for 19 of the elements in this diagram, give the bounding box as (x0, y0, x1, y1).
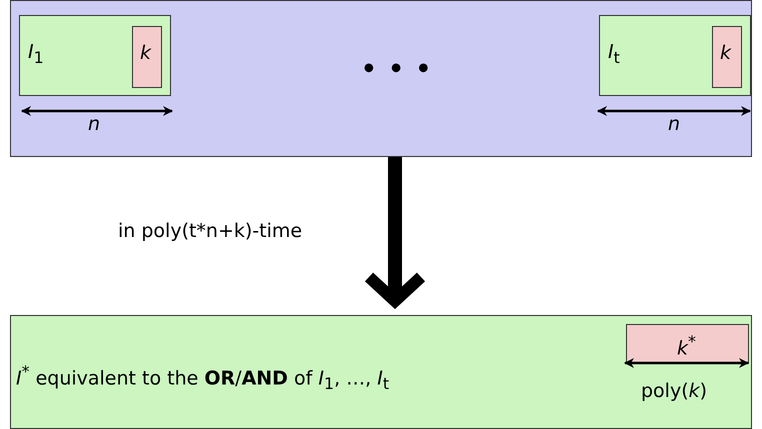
variable-label: k (140, 42, 152, 64)
dimension-label: n (88, 113, 100, 135)
variable-label: I$_{1}$ (28, 41, 44, 67)
arrow (363, 157, 427, 307)
statement-text: I$^{*}$ equivalent to the OR/AND of I$_{1}$, …, I$_{t}$ (16, 362, 390, 394)
instance-box (19, 15, 171, 96)
variable-label: I$_{t}$ (608, 41, 620, 67)
parameter-box (712, 26, 742, 88)
instance-band (10, 0, 752, 157)
output-instance-box (10, 315, 752, 429)
variable-label: k (720, 42, 732, 64)
edge-label: in poly(t*n+k)-time (118, 220, 302, 242)
ellipsis-dots: • • • (360, 52, 432, 87)
variable-label: k$^{*}$ (677, 332, 696, 360)
dimension-label: poly(k) (641, 380, 708, 402)
instance-box (599, 15, 751, 96)
dimension-label: n (668, 113, 680, 135)
parameter-box (626, 324, 749, 364)
parameter-box (132, 26, 162, 88)
